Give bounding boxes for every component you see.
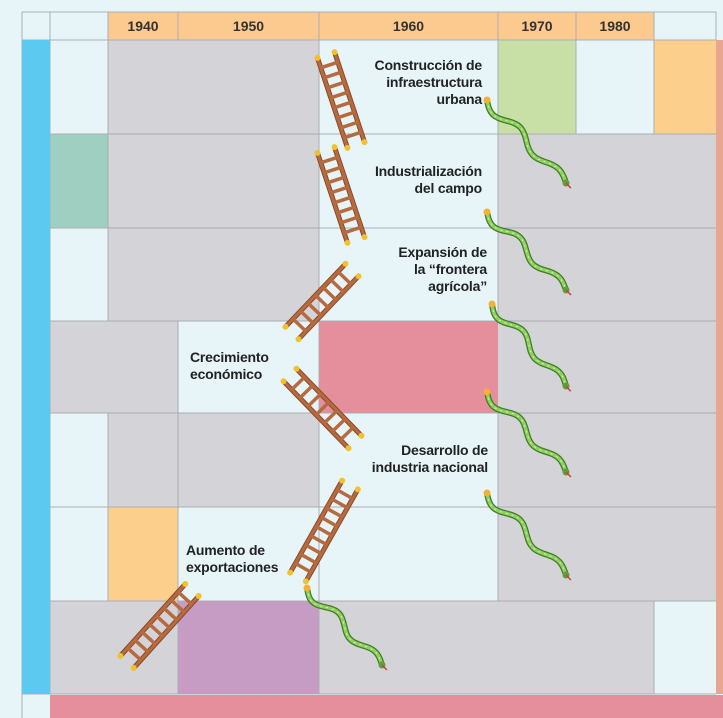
board-cell bbox=[498, 321, 716, 413]
board-cell bbox=[498, 507, 716, 601]
event-crecimiento-economico: Crecimiento económico bbox=[190, 349, 269, 382]
decade-header-1970: 1970 bbox=[521, 18, 553, 34]
board-cell bbox=[50, 507, 108, 601]
snake-icon bbox=[483, 96, 572, 189]
decade-header-1960: 1960 bbox=[392, 18, 425, 34]
decade-header-1940: 1940 bbox=[127, 18, 159, 34]
board-cell bbox=[108, 413, 319, 507]
ladder-icon bbox=[287, 477, 361, 585]
snake-icon bbox=[488, 300, 572, 392]
event-construccion-infraestructura: Construcción de infraestructura urbana bbox=[374, 57, 483, 107]
bottom-bar bbox=[50, 695, 723, 718]
ladder-icon bbox=[282, 260, 362, 343]
board-cell bbox=[108, 228, 319, 321]
board-cell bbox=[108, 507, 178, 601]
event-desarrollo-industria: Desarrollo de industria nacional bbox=[371, 442, 488, 475]
board-cell bbox=[50, 228, 108, 321]
board-cell bbox=[576, 40, 654, 134]
board-cell bbox=[50, 321, 178, 413]
snake-icon bbox=[483, 388, 572, 478]
board-cell bbox=[498, 413, 716, 507]
board-cell bbox=[319, 601, 654, 694]
header-band bbox=[108, 12, 654, 40]
board-cell bbox=[498, 40, 576, 134]
board-cell bbox=[319, 40, 498, 134]
event-industrializacion-campo: Industrialización del campo bbox=[374, 163, 482, 196]
snake-icon bbox=[483, 208, 572, 296]
left-bar bbox=[22, 40, 50, 694]
event-aumento-exportaciones: Aumento de exportaciones bbox=[186, 542, 279, 575]
board-cell bbox=[108, 40, 319, 134]
ladder-icon bbox=[314, 144, 368, 246]
board-cell bbox=[319, 413, 498, 507]
board-cell bbox=[50, 413, 108, 507]
board-cell bbox=[50, 40, 108, 134]
snake-icon bbox=[483, 489, 572, 581]
board-cell bbox=[498, 228, 716, 321]
board-cell bbox=[654, 601, 716, 694]
ladder-icon bbox=[280, 365, 365, 452]
board-cell bbox=[50, 134, 108, 228]
board-cell bbox=[319, 321, 498, 413]
board-cell bbox=[654, 40, 716, 134]
board-cell bbox=[178, 601, 319, 694]
decade-header-1980: 1980 bbox=[599, 18, 631, 34]
decade-header-1950: 1950 bbox=[232, 18, 265, 34]
ladder-icon bbox=[314, 49, 368, 151]
event-expansion-frontera: Expansión de la “frontera agrícola” bbox=[398, 244, 487, 294]
board-cell bbox=[108, 134, 319, 228]
right-bar bbox=[716, 40, 723, 694]
ladder-icon bbox=[117, 580, 202, 672]
board-cell bbox=[498, 134, 716, 228]
snake-icon bbox=[303, 584, 388, 671]
